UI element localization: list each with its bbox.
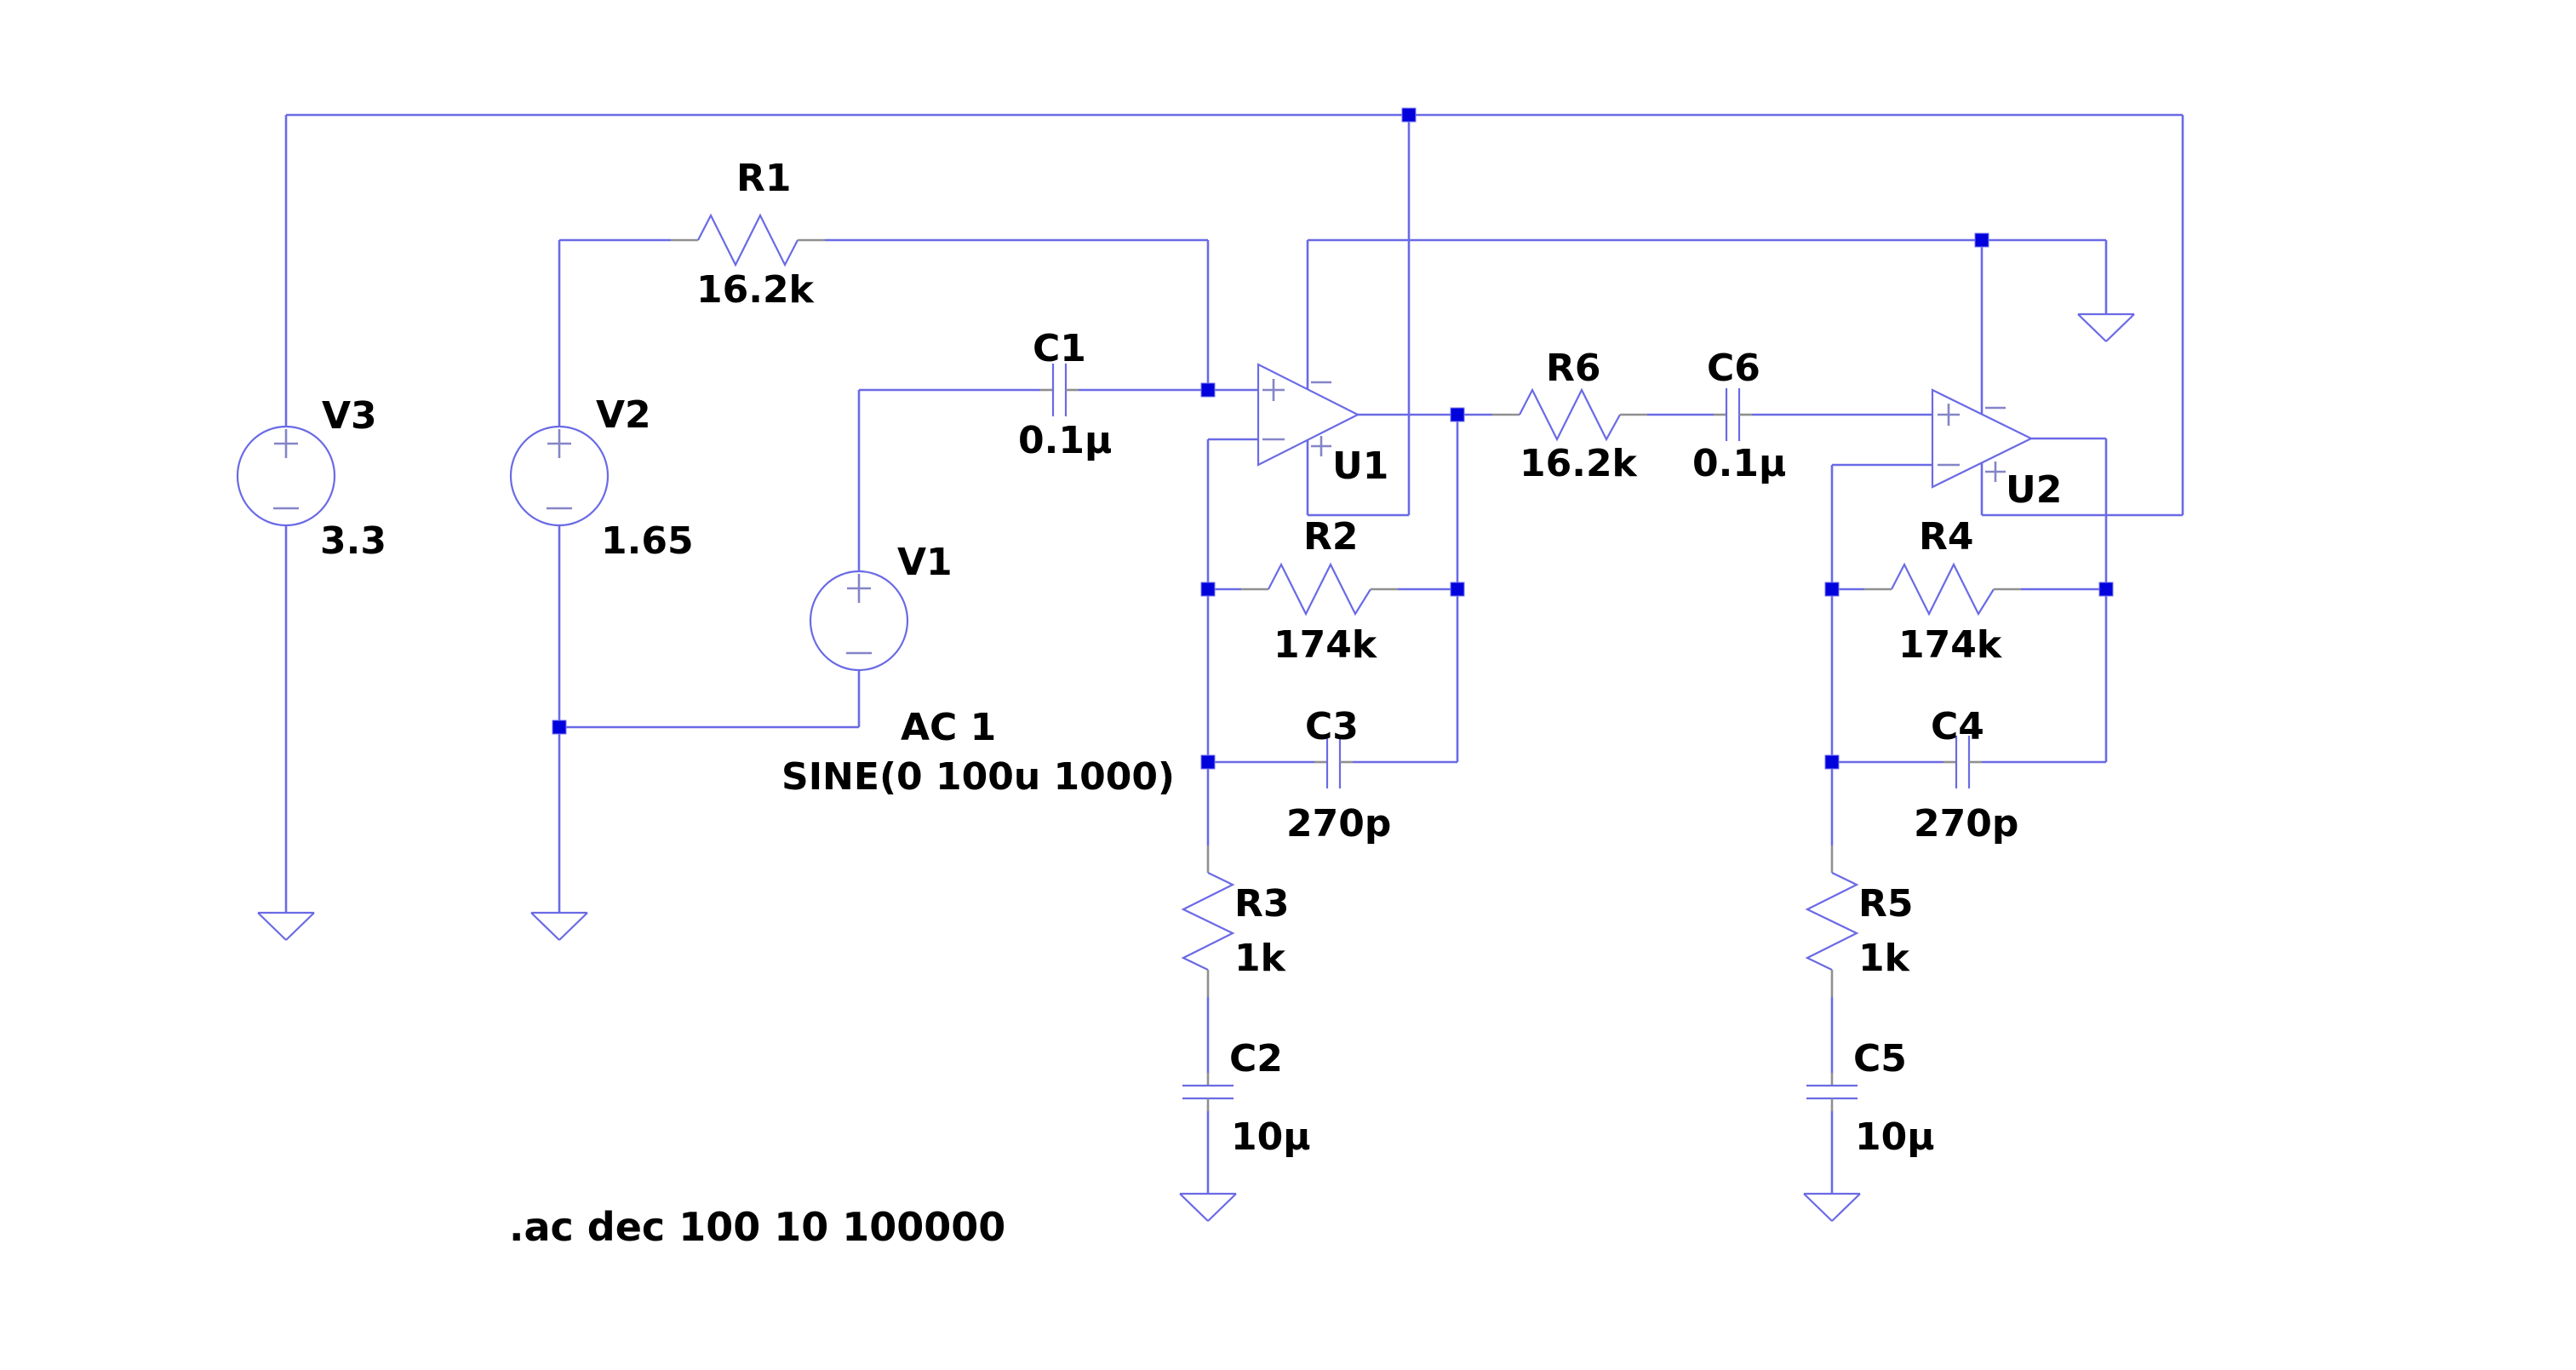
label-V1-name[interactable]: V1 [897,541,953,584]
noninverting-input-icon [1262,379,1285,401]
wire-u1-feedback-left[interactable] [1206,438,1314,1194]
label-R6-value[interactable]: 16.2k [1520,442,1639,485]
label-R6-name[interactable]: R6 [1546,347,1601,390]
label-R1-name[interactable]: R1 [736,157,792,200]
noninverting-input-icon [1938,404,1960,426]
label-R5-value[interactable]: 1k [1858,937,1911,980]
junction-dot [1824,582,1840,597]
junction-dot [1974,232,1989,248]
label-C1-value[interactable]: 0.1µ [1018,419,1112,462]
opamp-U1[interactable]: U1 [1257,363,1388,488]
capacitor-C3[interactable]: C3 270p [1286,705,1391,846]
label-C1-name[interactable]: C1 [1033,327,1086,370]
junction-dots [552,107,2114,770]
junction-dot [552,719,567,735]
junction-dot [2098,582,2114,597]
junction-dot [1824,754,1840,770]
ground-symbol-supply[interactable] [2077,312,2135,342]
junction-dot [1450,582,1465,597]
label-R2-name[interactable]: R2 [1303,515,1359,559]
label-C2-value[interactable]: 10µ [1231,1115,1311,1159]
label-C6-value[interactable]: 0.1µ [1692,442,1786,485]
wire-u2-output[interactable] [1982,437,2108,764]
junction-dot [1200,582,1216,597]
ground-symbol-v3[interactable] [257,911,315,941]
label-C2-name[interactable]: C2 [1229,1037,1283,1081]
label-C3-name[interactable]: C3 [1305,705,1359,748]
label-C5-value[interactable]: 10µ [1855,1115,1935,1159]
label-C4-value[interactable]: 270p [1914,802,2018,846]
label-C3-value[interactable]: 270p [1286,802,1391,846]
plus-polarity-icon [274,429,298,458]
capacitor-C5[interactable]: C5 10µ [1806,1037,1935,1159]
spice-directive[interactable]: .ac dec 100 10 100000 [509,1204,1005,1250]
label-V3-value[interactable]: 3.3 [320,519,386,563]
label-C5-name[interactable]: C5 [1853,1037,1907,1081]
voltage-source-V2[interactable]: V2 1.65 [509,393,694,563]
label-V1-value-sine[interactable]: SINE(0 100u 1000) [781,755,1175,799]
resistor-R4[interactable]: R4 174k [1864,515,2021,667]
plus-polarity-icon [847,574,871,603]
ground-symbol-v2[interactable] [530,911,588,941]
capacitor-C6[interactable]: C6 0.1µ [1692,347,1786,485]
junction-dot [1450,407,1465,422]
resistor-R1[interactable]: R1 16.2k [671,157,825,312]
opamp-U2[interactable]: U2 [1931,388,2062,512]
label-R2-value[interactable]: 174k [1274,623,1378,667]
capacitor-C2[interactable]: C2 10µ [1182,1037,1311,1159]
label-V2-value[interactable]: 1.65 [601,519,694,563]
label-V3-name[interactable]: V3 [322,394,377,438]
wire-vplus-rail[interactable] [284,113,2184,517]
label-V2-name[interactable]: V2 [596,393,651,437]
resistor-R3[interactable]: R3 1k [1181,846,1290,997]
wire-ground-net[interactable] [284,238,2108,913]
label-R5-name[interactable]: R5 [1858,882,1914,926]
capacitor-C1[interactable]: C1 0.1µ [1018,327,1112,462]
label-V1-value-ac[interactable]: AC 1 [901,706,996,749]
ground-symbol-c2[interactable] [1179,1192,1237,1222]
label-R4-name[interactable]: R4 [1919,515,1974,559]
label-R1-value[interactable]: 16.2k [696,268,816,312]
label-R3-value[interactable]: 1k [1234,937,1287,980]
wire-u2-feedback-left[interactable] [1830,463,1943,1194]
junction-dot [1200,382,1216,398]
ground-symbol-c5[interactable] [1803,1192,1861,1222]
voltage-source-V3[interactable]: V3 3.3 [236,394,386,563]
plus-polarity-icon [547,429,571,458]
label-C6-name[interactable]: C6 [1707,347,1760,390]
resistor-R5[interactable]: R5 1k [1805,846,1914,997]
label-U1-name[interactable]: U1 [1332,444,1388,488]
resistor-R6[interactable]: R6 16.2k [1492,347,1647,485]
label-R4-value[interactable]: 174k [1898,623,2003,667]
label-U2-name[interactable]: U2 [2006,468,2062,512]
resistor-R2[interactable]: R2 174k [1241,515,1398,667]
label-C4-name[interactable]: C4 [1931,705,1984,748]
vplus-supply-icon [1985,461,2006,482]
junction-dot [1401,107,1417,123]
wire-input-net[interactable] [558,238,1258,572]
vplus-supply-icon [1311,436,1331,456]
capacitor-C4[interactable]: C4 270p [1914,705,2018,846]
label-R3-name[interactable]: R3 [1234,882,1290,926]
junction-dot [1200,754,1216,770]
voltage-source-V1[interactable]: V1 AC 1 SINE(0 100u 1000) [781,541,1175,799]
